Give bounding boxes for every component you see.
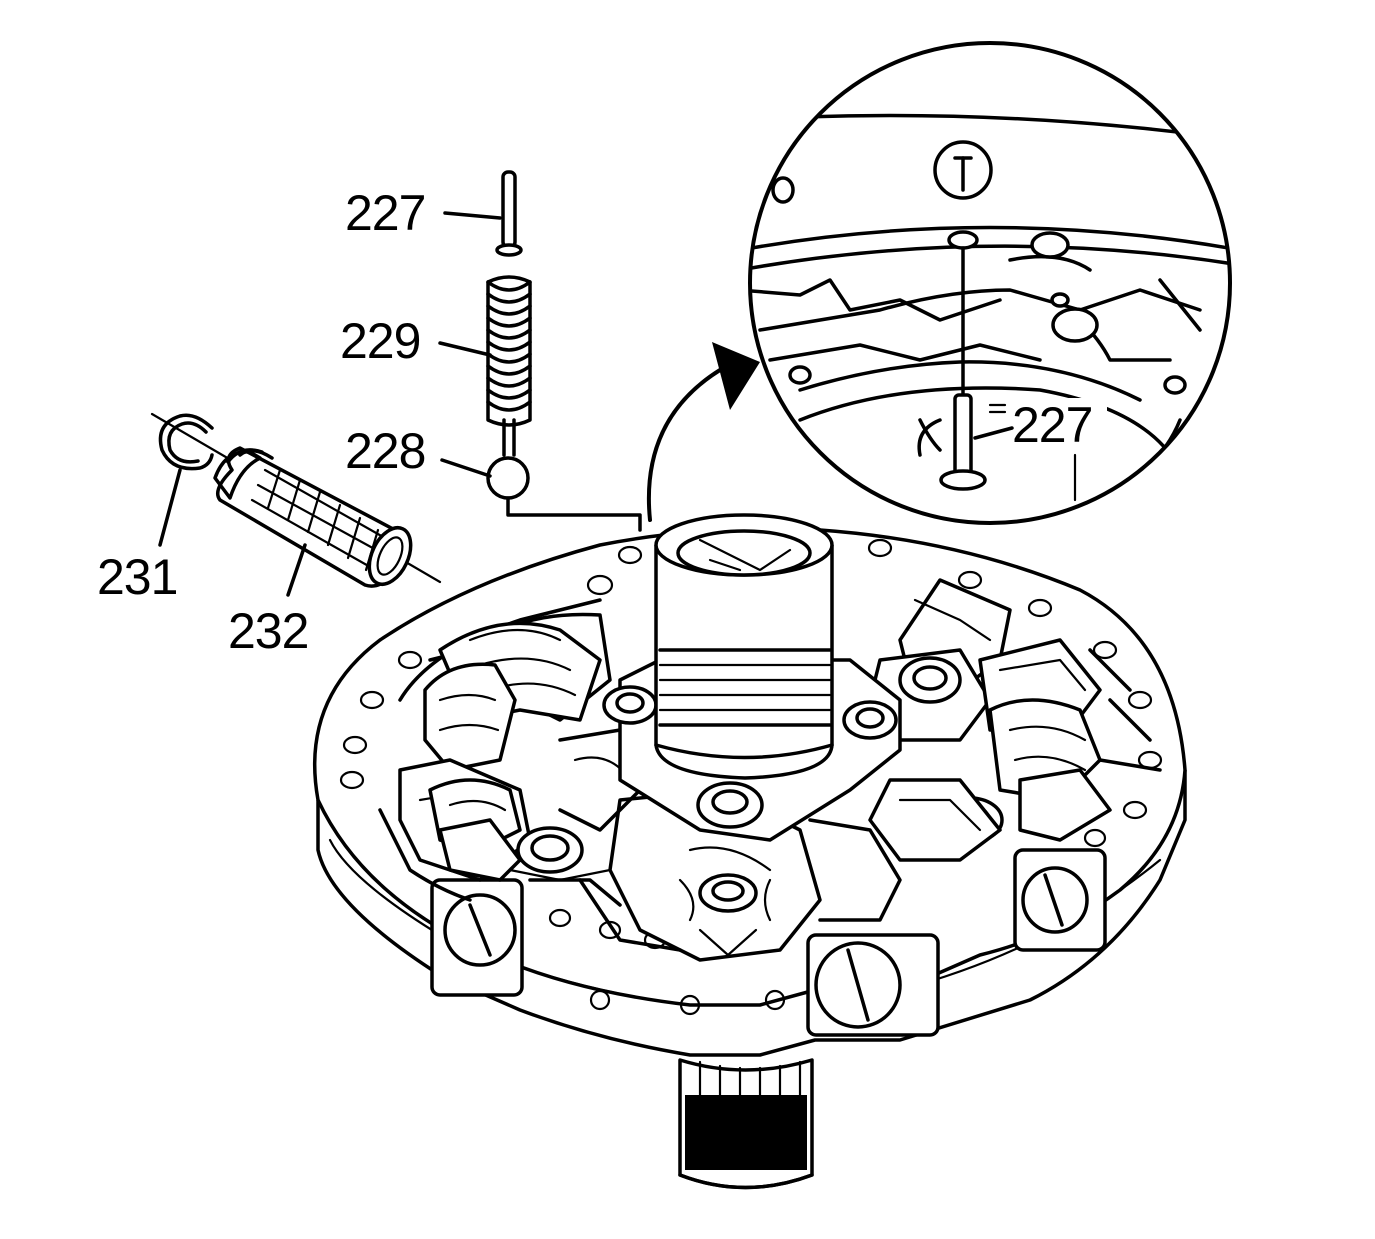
input-shaft-splines	[678, 1058, 814, 1190]
callout-228: 228	[345, 423, 425, 479]
front-plug-right	[1013, 848, 1107, 952]
filter-232	[213, 446, 413, 588]
detail-view	[748, 41, 1232, 525]
callout-232: 232	[228, 603, 308, 659]
front-plug-left	[430, 878, 524, 997]
spring-229	[486, 275, 532, 457]
ball-location-line	[506, 496, 642, 532]
pin-227	[495, 170, 523, 257]
check-ball-228	[486, 456, 530, 500]
callout-227-detail: 227	[1012, 397, 1092, 453]
valve-body-channels	[378, 578, 1162, 962]
snap-ring-231	[158, 413, 214, 471]
callout-labels: 227 229 228 231 232 227	[97, 185, 1107, 659]
callout-229: 229	[340, 313, 420, 369]
callout-227-top: 227	[345, 185, 425, 241]
stator-hub	[654, 513, 834, 780]
detail-arrow	[646, 342, 760, 522]
leader-lines	[158, 211, 502, 597]
front-plug-center	[806, 933, 940, 1037]
callout-231: 231	[97, 549, 177, 605]
pump-body	[313, 513, 1187, 1190]
